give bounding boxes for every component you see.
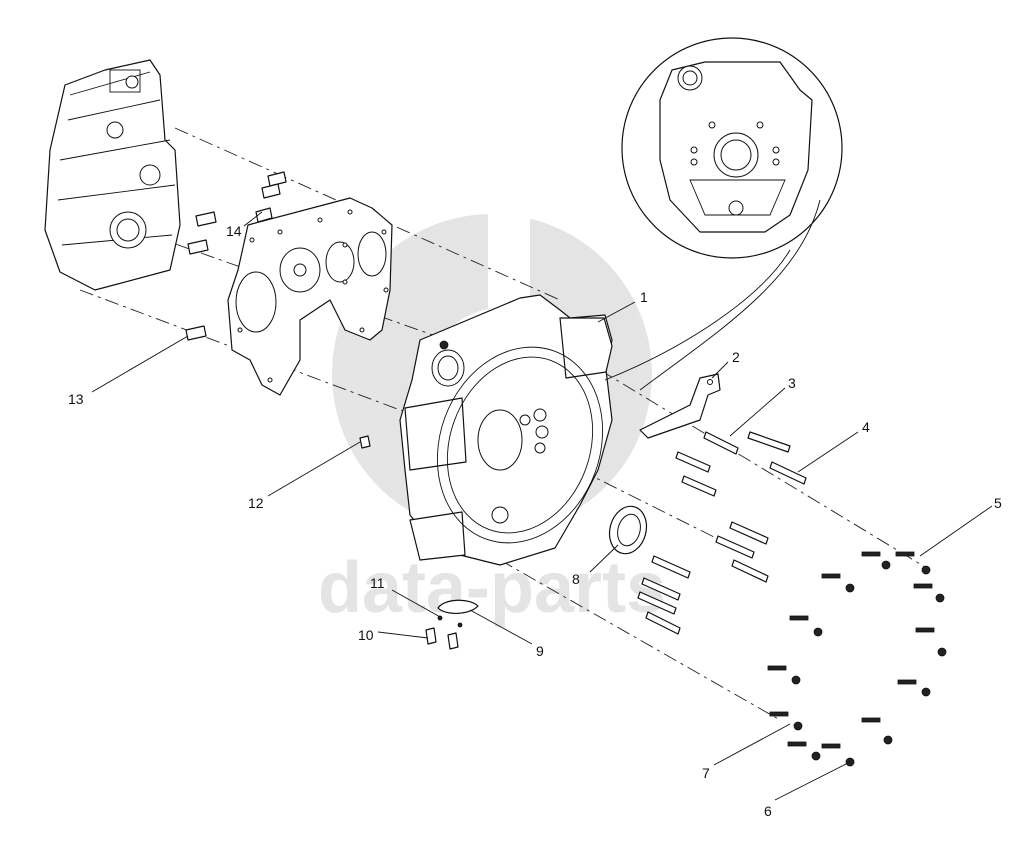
callout-2: 2 <box>732 349 740 365</box>
callout-13: 13 <box>68 391 84 407</box>
studs-with-nuts <box>767 551 947 767</box>
callout-6: 6 <box>764 803 772 819</box>
callout-9: 9 <box>536 643 544 659</box>
engine-block <box>44 59 181 291</box>
callout-4: 4 <box>862 419 870 435</box>
bracket <box>639 373 721 439</box>
callout-5: 5 <box>994 495 1002 511</box>
callout-1: 1 <box>640 289 648 305</box>
callout-12: 12 <box>248 495 264 511</box>
small-bolts <box>425 627 459 650</box>
gasket-plate <box>227 197 393 396</box>
callouts: 1 2 3 4 5 6 7 8 9 10 11 12 13 14 <box>68 223 1002 819</box>
block-bolts <box>185 171 287 341</box>
callout-8: 8 <box>572 571 580 587</box>
callout-10: 10 <box>358 627 374 643</box>
leader-lines <box>91 211 993 801</box>
callout-11: 11 <box>370 575 385 591</box>
seal-ring <box>608 505 648 555</box>
flywheel-housing <box>399 294 613 566</box>
callout-14: 14 <box>226 223 242 239</box>
long-bolts <box>637 431 807 635</box>
detail-inset <box>604 37 843 391</box>
callout-3: 3 <box>788 375 796 391</box>
callout-7: 7 <box>702 765 710 781</box>
dowel-pin <box>359 435 371 449</box>
